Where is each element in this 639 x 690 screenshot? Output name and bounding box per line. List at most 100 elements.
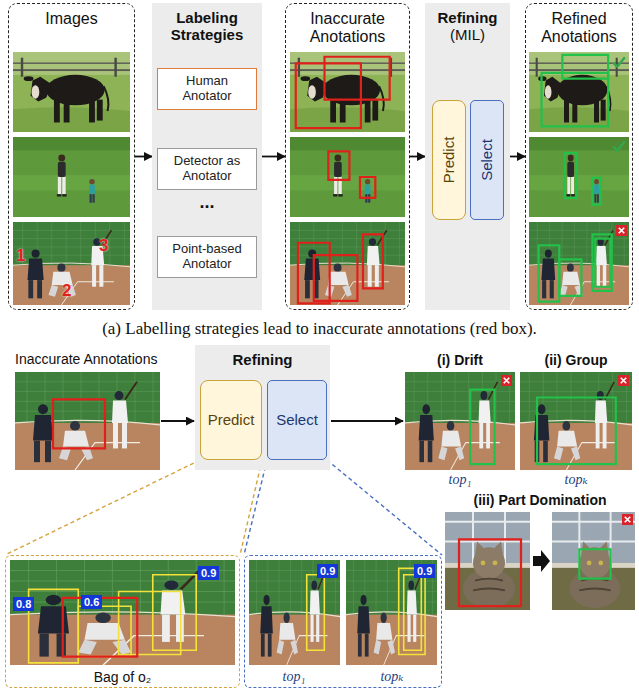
node-label: Point-based Anotator (162, 242, 252, 272)
flow-arrow (510, 156, 525, 158)
dashed-panel: Images (8, 3, 135, 310)
drift-photo (405, 372, 515, 470)
dashed-leader (240, 460, 262, 555)
annotator-box: Human Anotator (157, 68, 257, 110)
select-box: Select (267, 380, 327, 460)
node-label: top₁ (283, 669, 306, 685)
baseball-photo (559, 259, 581, 296)
node-label: topₖ (380, 669, 403, 685)
node-label: Select (478, 139, 495, 181)
topk-photo (399, 568, 425, 654)
callout-number: 3 (99, 236, 108, 256)
field-photo (328, 151, 349, 180)
cow-photo (13, 52, 130, 132)
node-label: Bag of o₂ (94, 669, 152, 685)
cow-photo (290, 52, 405, 132)
score-value: 0.8 (16, 597, 31, 611)
baseball-photo (15, 372, 160, 470)
cow-photo (325, 57, 390, 100)
baseball-photo (529, 222, 629, 305)
node-label: Refining (438, 9, 498, 26)
group-photo (520, 372, 632, 470)
check-icon (613, 141, 625, 150)
cross-icon (618, 375, 629, 386)
node-label: Human Anotator (162, 74, 252, 104)
cow-photo (562, 55, 608, 79)
figure-caption: (a) Labelling strategies lead to inaccur… (0, 319, 639, 339)
drift-photo (405, 372, 515, 470)
cat-photo (445, 512, 530, 610)
node-label: Select (276, 411, 318, 428)
cow-photo (13, 52, 130, 132)
refining-band: RefiningPredict Select (195, 345, 330, 470)
callout-number: 1 (16, 246, 25, 266)
field-photo (529, 137, 629, 217)
dashed-leader (244, 460, 267, 555)
baseball-photo (363, 234, 383, 288)
annotator-box: Detector as Anotator (157, 148, 257, 190)
callout-number: 2 (62, 281, 71, 301)
node-label: Images (45, 10, 97, 28)
node-label: Labeling Strategies (156, 9, 258, 44)
rank-label: topₖ (520, 472, 632, 488)
bag-photo (10, 560, 235, 665)
score-value: 0.6 (84, 595, 99, 609)
cat-photo (552, 512, 635, 610)
topk-photo (346, 560, 437, 665)
bag-photo (78, 606, 131, 656)
field-photo (13, 137, 130, 217)
score-value: 0.9 (417, 564, 432, 578)
baseball-photo (595, 239, 610, 287)
top1-photo (249, 560, 340, 665)
node-label: Refined Anotations (530, 10, 628, 47)
node-label: Predict (208, 411, 255, 428)
baseball-photo (53, 399, 105, 448)
baseball-photo (15, 372, 160, 470)
refining-band: Refining(MIL)PredictSelect (425, 3, 510, 310)
score-tag: 0.6 (81, 595, 102, 609)
baseball-photo (290, 222, 405, 305)
field-photo (290, 137, 405, 217)
score-tag: 0.8 (13, 597, 34, 611)
bag-photo (153, 575, 196, 651)
score-tag: 0.9 (414, 564, 435, 578)
baseball-photo (529, 222, 629, 305)
failure-label: (ii) Group (520, 352, 632, 368)
image-label: Inaccurate Annotations (15, 351, 157, 367)
cross-icon (622, 514, 633, 525)
inaccurate-photos (290, 52, 405, 305)
bag-photo (119, 592, 181, 655)
baseball-photo (314, 255, 358, 301)
cow-photo (529, 52, 629, 132)
node-label: (MIL) (450, 26, 485, 43)
field-photo (529, 137, 629, 217)
failure-label: (i) Drift (405, 352, 515, 368)
cow-photo (290, 52, 405, 132)
predict-box: Predict (200, 380, 262, 460)
selection-panel: top₁ topₖ 0.9 0.9 (244, 555, 442, 688)
drift-photo (470, 390, 494, 464)
node-label: Detector as Anotator (162, 154, 252, 184)
ellipsis: ... (152, 192, 262, 213)
field-photo (565, 153, 577, 198)
group-photo (537, 397, 616, 464)
topk-photo (404, 575, 422, 651)
bag-panel: Bag of o₂0.80.60.9 (5, 555, 240, 688)
baseball-photo (13, 222, 130, 305)
flow-arrow (135, 156, 152, 158)
source-photos (13, 52, 130, 305)
failure-label: (iii) Part Domination (445, 492, 635, 508)
node-label: Inaccurate Anotations (290, 10, 405, 47)
cat-photo (445, 512, 530, 610)
annotator-box: Point-based Anotator (157, 236, 257, 278)
select-box: Select (470, 100, 504, 220)
top1-photo (249, 560, 340, 665)
check-icon (613, 57, 625, 66)
refined-photos (529, 52, 629, 305)
refining-photos (10, 372, 635, 665)
node-label: Refining (233, 351, 293, 368)
dashed-leader (327, 460, 442, 555)
dashed-panel: Inaccurate Anotations (285, 3, 410, 310)
score-value: 0.9 (320, 564, 335, 578)
cow-photo (542, 73, 609, 126)
